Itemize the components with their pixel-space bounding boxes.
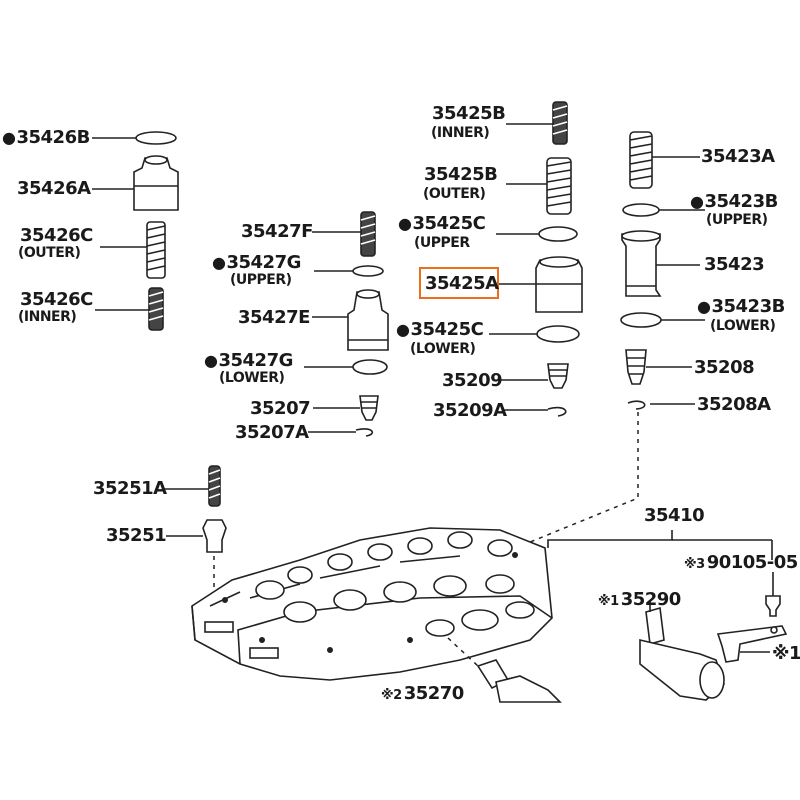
label-35423b-lower-sub: (LOWER) (710, 318, 776, 334)
label-35425b-inner-sub: (INNER) (431, 125, 490, 141)
label-edge-note: ※1 (772, 643, 800, 664)
part-90105-05-bolt[interactable] (765, 572, 781, 617)
label-35208[interactable]: 35208 (694, 357, 755, 378)
label-35423b-lower[interactable]: 35423B (697, 297, 785, 317)
part-35426c-inner-spring[interactable] (148, 287, 164, 331)
label-35425c-lower-sub: (LOWER) (410, 341, 476, 357)
note-mark-2: ※2 (381, 688, 402, 703)
part-35425b-inner-spring[interactable] (552, 101, 568, 145)
label-35427e[interactable]: 35427E (238, 307, 310, 328)
label-35427g-upper-sub: (UPPER) (230, 272, 292, 288)
part-35423a-spring[interactable] (629, 131, 653, 189)
part-35423b-lower-ring[interactable] (620, 312, 662, 328)
label-35426c-outer-sub: (OUTER) (18, 245, 81, 261)
label-35423b-upper-sub: (UPPER) (706, 212, 768, 228)
label-35426b[interactable]: 35426B (2, 128, 90, 148)
label-35251a[interactable]: 35251A (93, 478, 167, 499)
note-mark-3: ※3 (684, 557, 705, 572)
part-35427e-plug[interactable] (347, 289, 389, 351)
label-35209[interactable]: 35209 (442, 370, 503, 391)
label-35427g-upper[interactable]: 35427G (212, 253, 301, 273)
part-35290-solenoid[interactable] (639, 606, 725, 701)
part-35251a-spring[interactable] (208, 465, 221, 507)
label-35251[interactable]: 35251 (106, 525, 167, 546)
part-solenoid-clamp[interactable] (716, 625, 788, 663)
part-35209a-clip[interactable] (547, 406, 567, 417)
label-35427g-lower-sub: (LOWER) (219, 370, 285, 386)
label-35425a[interactable]: 35425A (425, 273, 499, 294)
part-35209-check-ball[interactable] (547, 363, 569, 389)
label-35423b-upper[interactable]: 35423B (690, 192, 778, 212)
label-35410[interactable]: 35410 (644, 505, 705, 526)
part-35425c-lower-ring[interactable] (536, 325, 580, 343)
label-35427f[interactable]: 35427F (241, 221, 313, 242)
part-35207-check-ball[interactable] (359, 395, 379, 421)
label-35208a[interactable]: 35208A (697, 394, 771, 415)
label-35425c-upper[interactable]: 35425C (398, 214, 485, 234)
highlight-35425a (419, 267, 499, 299)
part-35251-check-valve[interactable] (202, 519, 227, 553)
label-35425b-inner[interactable]: 35425B (432, 103, 506, 124)
label-35426c-inner-sub: (INNER) (18, 309, 77, 325)
part-35427g-upper-ring[interactable] (352, 265, 384, 277)
part-35270-solenoid[interactable] (476, 659, 562, 703)
label-35426c-inner[interactable]: 35426C (20, 289, 93, 310)
part-35423-plug[interactable] (621, 230, 662, 297)
label-35209a[interactable]: 35209A (433, 400, 507, 421)
part-35426a-plug[interactable] (133, 155, 179, 211)
part-35208a-clip[interactable] (627, 400, 646, 410)
note-mark-1: ※1 (598, 594, 619, 609)
label-35423a[interactable]: 35423A (701, 146, 775, 167)
label-35425c-lower[interactable]: 35425C (396, 320, 483, 340)
label-35425b-outer[interactable]: 35425B (424, 164, 498, 185)
label-35207a[interactable]: 35207A (235, 422, 309, 443)
part-35423b-upper-ring[interactable] (622, 203, 660, 217)
label-35423[interactable]: 35423 (704, 254, 765, 275)
part-35207a-clip[interactable] (355, 428, 374, 437)
label-35207[interactable]: 35207 (250, 398, 311, 419)
part-35426c-outer-spring[interactable] (146, 221, 166, 279)
part-35427g-lower-ring[interactable] (352, 359, 388, 375)
label-35425c-upper-sub: (UPPER (414, 235, 470, 251)
part-35426b-ring[interactable] (135, 131, 177, 145)
valve-body-assembly-35410[interactable] (191, 527, 553, 681)
part-35208-check-ball[interactable] (625, 349, 647, 385)
part-35425a-plug[interactable] (535, 256, 583, 313)
label-35426a[interactable]: 35426A (17, 178, 91, 199)
part-35425c-upper-ring[interactable] (538, 226, 578, 242)
label-35426c-outer[interactable]: 35426C (20, 225, 93, 246)
label-35427g-lower[interactable]: 35427G (204, 351, 293, 371)
part-35427f-spring[interactable] (360, 211, 376, 257)
label-35425b-outer-sub: (OUTER) (423, 186, 486, 202)
part-35425b-outer-spring[interactable] (546, 157, 572, 215)
